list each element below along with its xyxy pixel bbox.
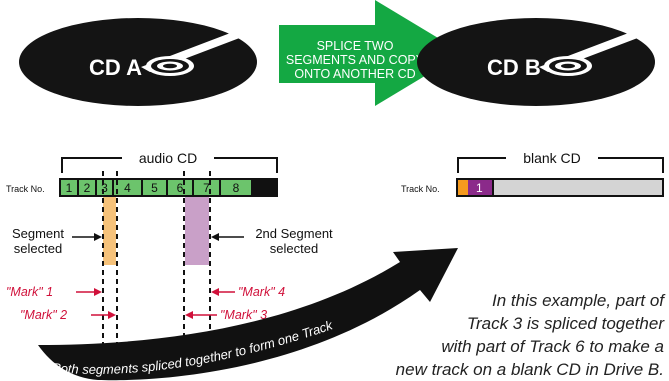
- new-track-purple-part: [468, 180, 492, 195]
- segment-1-label-line1: Segment: [12, 226, 64, 241]
- mark-3-label: "Mark" 3: [220, 308, 267, 322]
- segment-2-highlight: [185, 197, 209, 265]
- source-track-no-label: Track No.: [6, 184, 45, 194]
- mark-4-label: "Mark" 4: [238, 285, 285, 299]
- mark-lines: [102, 171, 211, 375]
- explanation-line4: new track on a blank CD in Drive B.: [396, 360, 664, 379]
- segment-2-label-line1: 2nd Segment: [255, 226, 333, 241]
- new-track-number: 1: [476, 181, 483, 195]
- track-number-2: 2: [84, 181, 91, 195]
- target-track-no-label: Track No.: [401, 184, 440, 194]
- splice-arrow: SPLICE TWO SEGMENTS AND COPY ONTO ANOTHE…: [279, 0, 463, 106]
- track-cell-6: [168, 180, 192, 195]
- mark-2-label: "Mark" 2: [20, 308, 67, 322]
- track-cell-8: [221, 180, 251, 195]
- blank-cd-label: blank CD: [523, 150, 581, 166]
- audio-cd-bracket: audio CD: [61, 150, 278, 173]
- cd-b-disc: CD B: [417, 18, 656, 106]
- track-cell-3: [97, 180, 112, 195]
- track-number-1: 1: [66, 181, 73, 195]
- segment-1-highlight: [103, 197, 116, 265]
- explanation-line3: with part of Track 6 to make a: [441, 337, 664, 356]
- mark-2-arrowhead: [108, 311, 116, 319]
- cd-a-label: CD A: [89, 55, 142, 80]
- segment-1-label-line2: selected: [14, 241, 62, 256]
- track-cell-2: [79, 180, 95, 195]
- arrow-text-line1: SPLICE TWO: [317, 39, 394, 53]
- cd-a-disc: CD A: [19, 18, 258, 106]
- cd-b-label: CD B: [487, 55, 541, 80]
- audio-cd-label: audio CD: [139, 150, 197, 166]
- new-track-orange-part: [458, 180, 468, 195]
- track-number-5: 5: [151, 181, 158, 195]
- track-cell-5: [143, 180, 166, 195]
- track-cell-7: [194, 180, 219, 195]
- arrow-text-line3: ONTO ANOTHER CD: [294, 67, 415, 81]
- track-number-7: 7: [203, 181, 210, 195]
- track-number-3: 3: [101, 181, 108, 195]
- segment-1-arrowhead: [94, 233, 102, 241]
- track-number-4: 4: [124, 181, 131, 195]
- explanation-line1: In this example, part of: [492, 291, 666, 310]
- track-cell-1: [61, 180, 77, 195]
- arrow-text-line2: SEGMENTS AND COPY: [286, 53, 425, 67]
- explanation-line2: Track 3 is spliced together: [467, 314, 665, 333]
- mark-1-arrowhead: [94, 288, 102, 296]
- mark-3-arrowhead: [185, 311, 193, 319]
- track-number-8: 8: [233, 181, 240, 195]
- track-cell-4: [114, 180, 141, 195]
- mark-1-label: "Mark" 1: [6, 285, 53, 299]
- track-number-6: 6: [177, 181, 184, 195]
- blank-cd-bracket: blank CD: [457, 150, 664, 173]
- mark-4-arrowhead: [211, 288, 219, 296]
- blank-space: [494, 180, 662, 195]
- segment-2-arrowhead: [211, 233, 219, 241]
- segment-2-label-line2: selected: [270, 241, 318, 256]
